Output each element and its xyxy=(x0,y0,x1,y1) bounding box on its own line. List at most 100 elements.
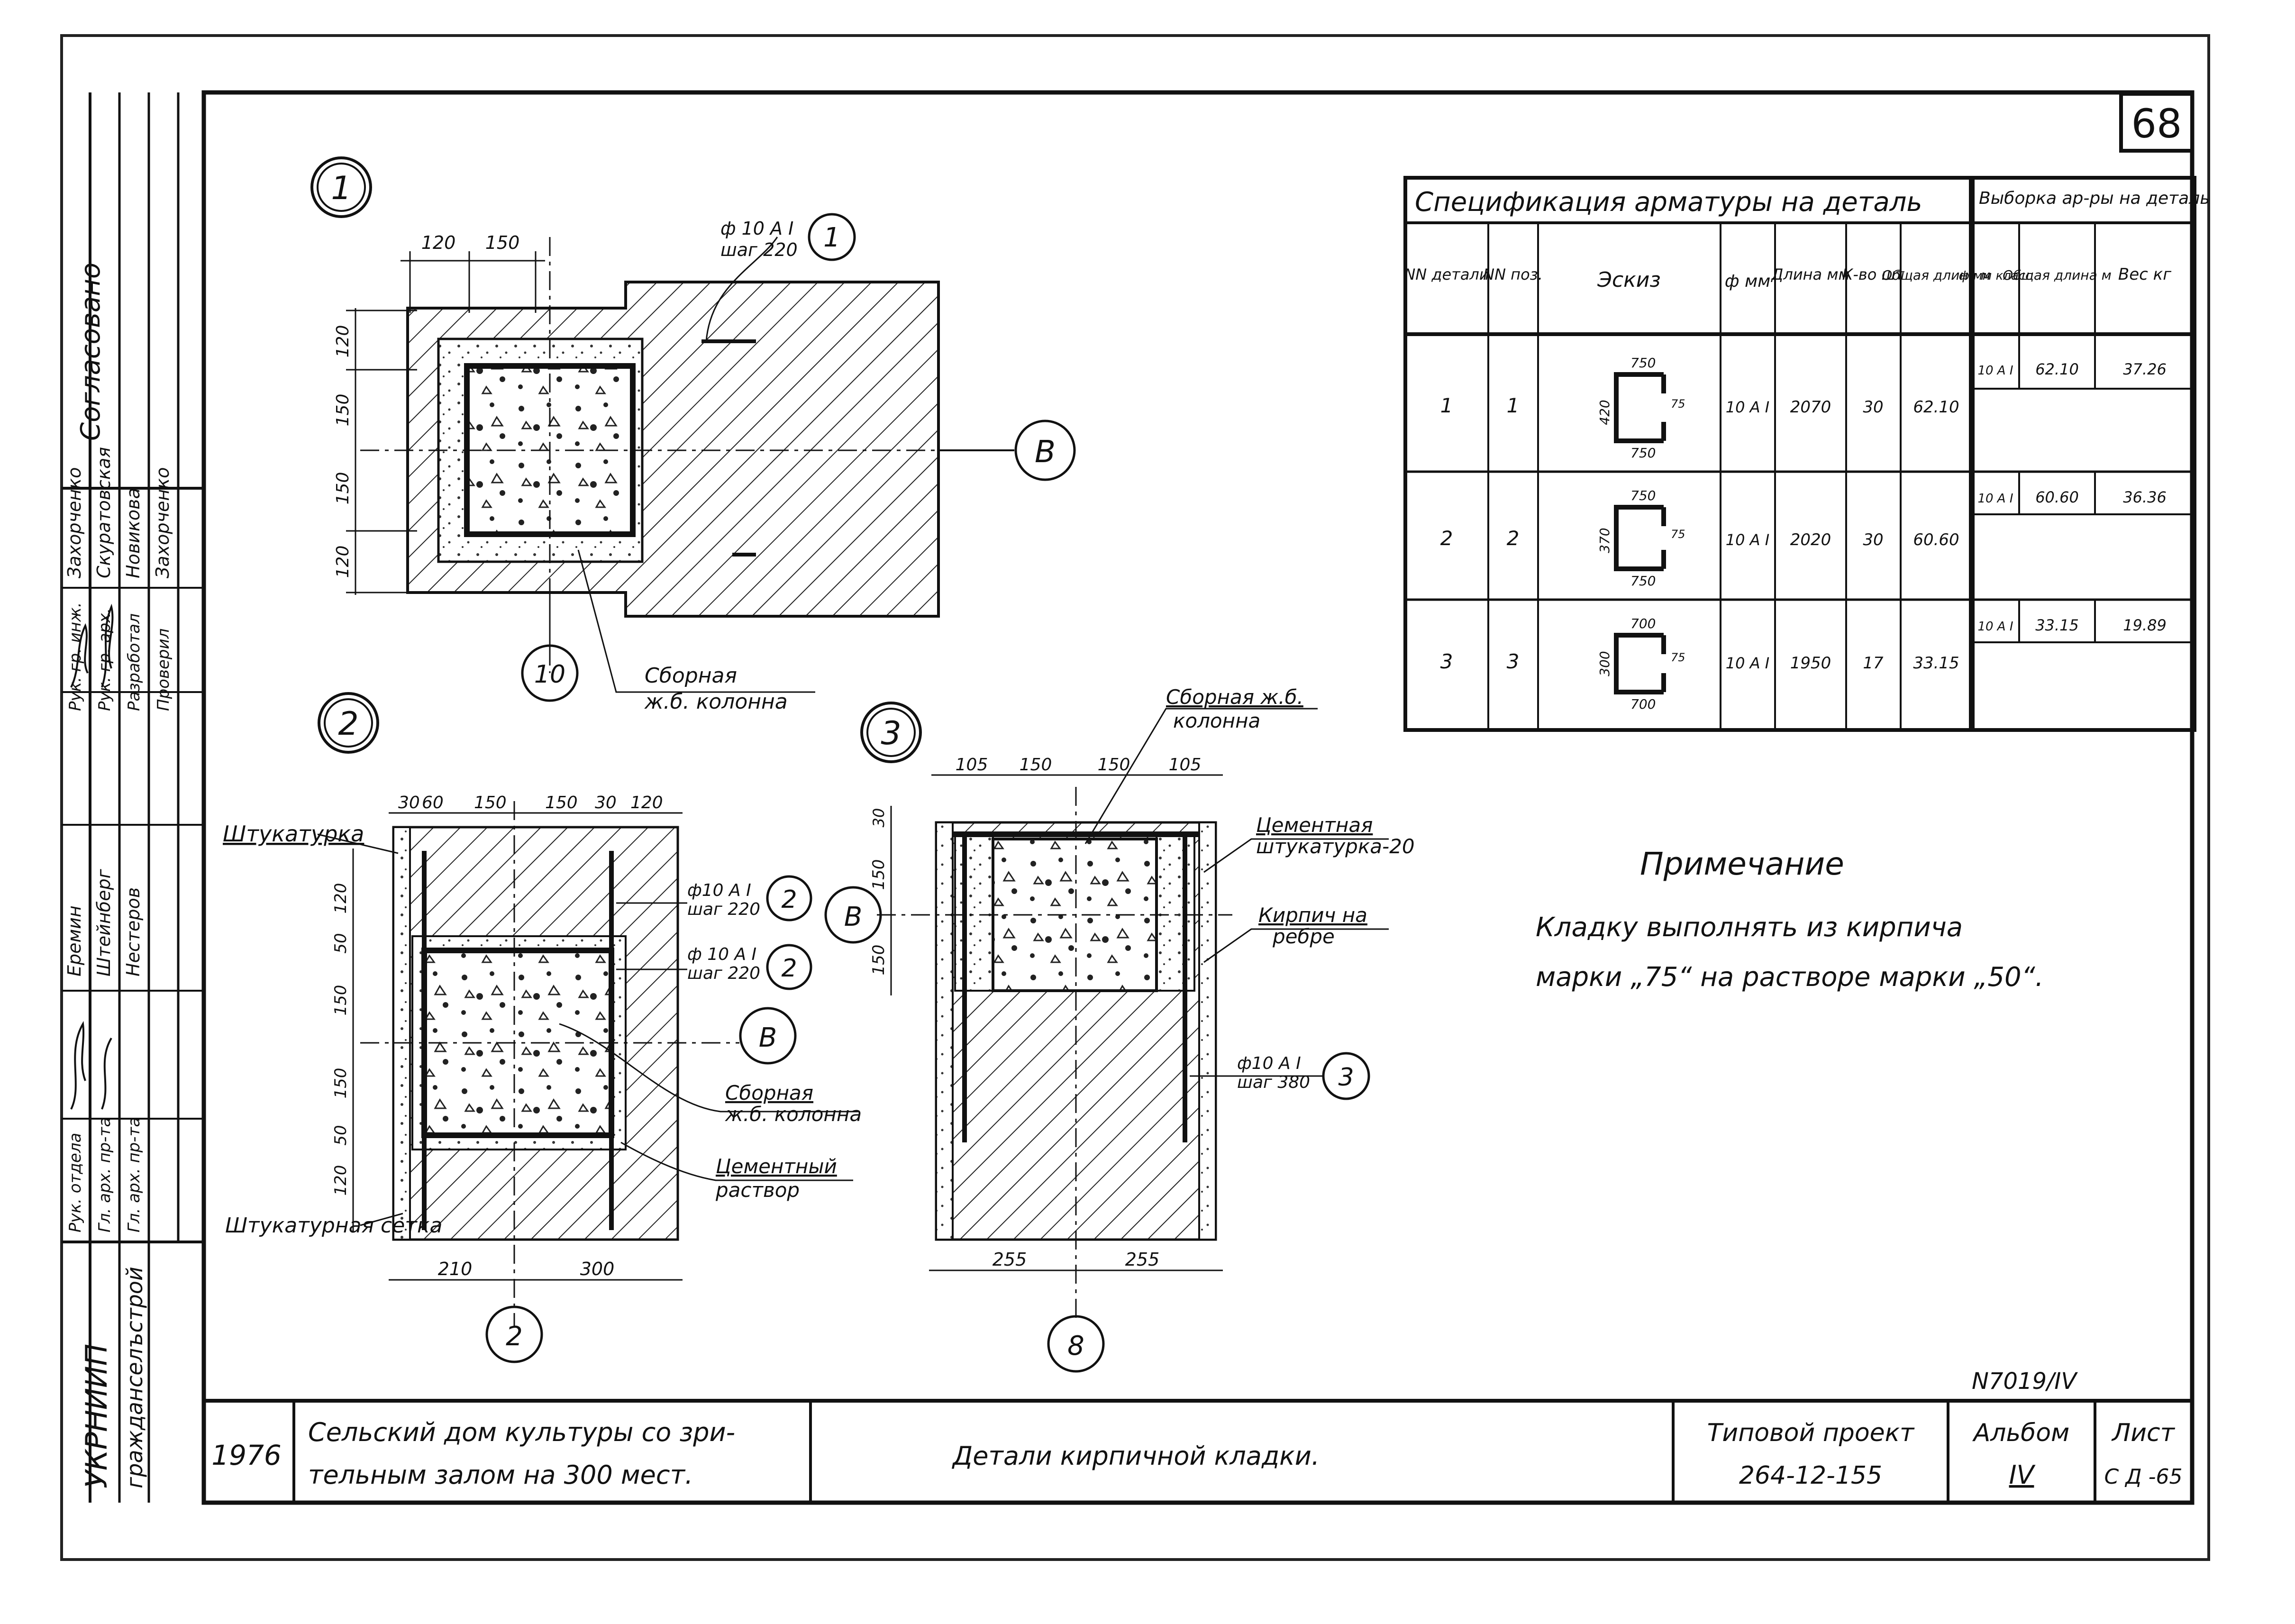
spec-cell-length: 2070 xyxy=(1790,398,1831,417)
d3-dim-left-1: 30 xyxy=(870,808,888,828)
d3-column-label-1: Сборная ж.б. xyxy=(1166,685,1303,709)
d3-rebar-pos: 3 xyxy=(1338,1063,1354,1092)
d2-column-label-2: ж.б. колонна xyxy=(725,1103,862,1126)
d2-dim-bottom-1: 210 xyxy=(438,1259,473,1279)
title-sheet: С Д -65 xyxy=(2104,1465,2183,1489)
d1-dim-left-3: 150 xyxy=(333,472,353,505)
stamp-role-5: Рук. отдела xyxy=(66,1133,85,1232)
d2-mortar-label-1: Цементный xyxy=(716,1155,837,1178)
spec-header-sketch: Эскиз xyxy=(1597,268,1660,292)
stamp-role-3: Разработал xyxy=(125,613,144,711)
d3-dim-bottom-2: 255 xyxy=(1125,1249,1160,1270)
d2-rebar-a-label: ф10 А I xyxy=(687,881,751,900)
spec-header-pos: NN поз. xyxy=(1483,265,1543,283)
stamp-org: УКРНИИП xyxy=(79,1344,114,1488)
d2-rebar-pos-2: 2 xyxy=(781,954,797,983)
signature-1 xyxy=(70,623,89,688)
spec-header-detail: NN детали xyxy=(1404,265,1489,283)
spec-cell-detail: 3 xyxy=(1440,650,1453,673)
spec-header-length: Длина мм xyxy=(1770,265,1849,283)
stamp-name-6: Штейнберг xyxy=(93,868,114,976)
spec-cell-count: 30 xyxy=(1863,530,1883,549)
d3-rebar-step: шаг 380 xyxy=(1237,1073,1310,1092)
d2-dim-left-3: 150 xyxy=(331,985,350,1016)
spec-cell-sel-total: 60.60 xyxy=(2035,488,2079,506)
spec-cell-weight: 36.36 xyxy=(2123,488,2167,506)
spec-header-weight: Вес кг xyxy=(2118,265,2172,284)
title-drawing: Детали кирпичной кладки. xyxy=(952,1441,1320,1471)
spec-header-sel-total: Общая длина м xyxy=(2003,267,2112,283)
d2-dim-left-4: 150 xyxy=(331,1068,350,1099)
signature-3 xyxy=(70,1021,86,1110)
d3-dim-bottom-1: 255 xyxy=(993,1249,1027,1270)
title-project-1: Сельский дом культуры со зри- xyxy=(308,1417,735,1447)
d3-dim-top-3: 150 xyxy=(1098,755,1130,775)
note: Примечание Кладку выполнять из кирпича м… xyxy=(1536,846,2044,993)
spec-sketch-side: 420 xyxy=(1597,400,1612,425)
spec-cell-count: 17 xyxy=(1863,654,1884,673)
spec-sketch-top: 750 xyxy=(1630,355,1656,371)
spec-cell-length: 1950 xyxy=(1790,654,1831,673)
spec-header-dia: ф мм xyxy=(1725,272,1771,291)
detail-1-number: 1 xyxy=(331,170,351,207)
stamp-role-6: Гл. арх. пр-та xyxy=(95,1117,114,1232)
spec-cell-length: 2020 xyxy=(1790,530,1831,549)
spec-cell-pos: 3 xyxy=(1507,650,1520,673)
spec-row: 3 3 700 300 700 75 10 А I 1950 17 33.15 … xyxy=(1440,616,2167,712)
title-type-2: 264-12-155 xyxy=(1739,1461,1882,1490)
inner-frame xyxy=(201,90,2195,1505)
d3-dim-left-2: 150 xyxy=(869,859,888,890)
stamp-role-4: Проверил xyxy=(154,629,173,711)
spec-cell-detail: 1 xyxy=(1440,394,1453,417)
spec-cell-class: 10 А I xyxy=(1977,364,2013,378)
title-block: 1976 Сельский дом культуры со зри- тельн… xyxy=(204,1399,2192,1503)
d1-dim-top-1: 120 xyxy=(421,232,456,253)
spec-sketch-bottom: 750 xyxy=(1630,445,1656,461)
d3-brick-label-2: ребре xyxy=(1272,925,1335,948)
spec-cell-dia: 10 А I xyxy=(1726,531,1769,549)
stamp-name-5: Еремин xyxy=(64,905,85,976)
stamp-approved: Согласовано xyxy=(75,263,106,441)
d3-plaster-left xyxy=(935,821,954,1241)
stamp-name-4: Захорченко xyxy=(152,467,173,578)
spec-sketch-bottom: 700 xyxy=(1630,696,1656,712)
note-line-1: Кладку выполнять из кирпича xyxy=(1536,912,1963,943)
title-album: IV xyxy=(2009,1460,2036,1490)
spec-sketch-hook: 75 xyxy=(1671,397,1685,411)
spec-row: 1 1 750 420 750 75 10 А I 2070 30 62.10 … xyxy=(1440,355,2167,461)
spec-header-class: ф мм класс xyxy=(1959,269,2032,283)
spec-sketch-hook: 75 xyxy=(1671,651,1685,664)
spec-cell-total: 62.10 xyxy=(1913,398,1959,417)
d1-column-label-2: ж.б. колонна xyxy=(644,690,788,714)
spec-cell-weight: 37.26 xyxy=(2123,360,2167,378)
spec-cell-sel-total: 62.10 xyxy=(2035,360,2079,378)
spec-cell-class: 10 А I xyxy=(1977,492,2013,506)
d1-axis-label: B xyxy=(1035,435,1056,470)
sheet-number-box: 68 xyxy=(2119,92,2194,153)
d3-column-label-2: колонна xyxy=(1173,709,1260,732)
outer-frame xyxy=(60,34,2210,1561)
spec-cell-total: 33.15 xyxy=(1913,654,1959,673)
detail-1: 1 B 120 150 120 150 150 120 ф 10 А I шаг… xyxy=(310,156,1076,714)
d3-plaster-label-1: Цементная xyxy=(1256,813,1373,837)
d2-dim-left-2: 50 xyxy=(331,933,350,953)
d3-dim-top-4: 105 xyxy=(1169,755,1202,775)
d3-axis-label: B xyxy=(844,902,862,932)
d2-rebar-b-step: шаг 220 xyxy=(687,964,760,983)
d2-mortar-label-2: раствор xyxy=(715,1178,800,1202)
detail-2: 2 30 60 150 150 30 120 120 50 150 150 50… xyxy=(223,692,862,1363)
d3-brick-label-1: Кирпич на xyxy=(1258,903,1367,927)
spec-cell-sel-total: 33.15 xyxy=(2035,616,2079,634)
detail-3-number: 3 xyxy=(881,715,901,752)
sheet-stamp: N7019/IV xyxy=(1972,1368,2078,1395)
d1-rebar-label: ф 10 А I xyxy=(720,218,793,239)
d2-column-label-1: Сборная xyxy=(725,1081,813,1104)
d2-dim-top-5: 30 xyxy=(595,793,617,812)
note-line-2: марки „75“ на растворе марки „50“. xyxy=(1536,962,2044,993)
d2-dim-top-2: 60 xyxy=(422,793,444,812)
stamp-role-1: Рук. гр. инж. xyxy=(66,602,85,711)
title-type-1: Типовой проект xyxy=(1707,1419,1915,1447)
d3-brick-edge-left xyxy=(954,833,994,992)
d3-dim-top-2: 150 xyxy=(1020,755,1052,775)
spec-title: Спецификация арматуры на деталь xyxy=(1415,187,1922,218)
